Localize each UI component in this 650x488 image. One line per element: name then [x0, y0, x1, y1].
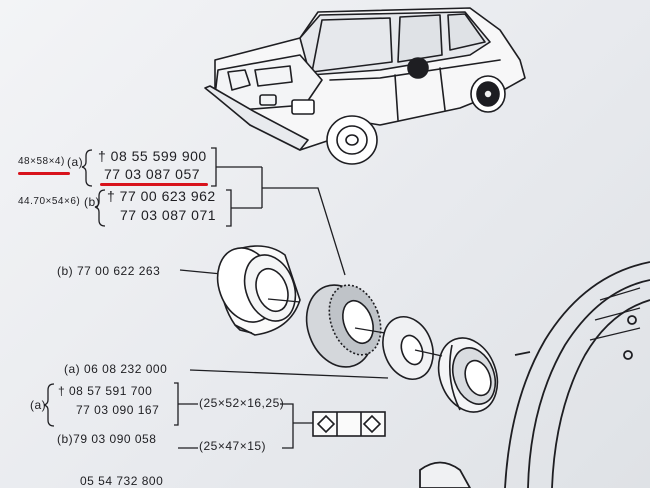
bearing-variant-a: (a) [30, 398, 47, 412]
bearing-part-1[interactable]: † 08 57 591 700 [58, 384, 153, 398]
highlight-underline-size [18, 172, 70, 175]
part-number-3[interactable]: † 77 00 623 962 [107, 188, 216, 204]
brake-drum-icon [419, 261, 650, 488]
group-brackets [43, 147, 389, 449]
highlight-underline-part [100, 183, 208, 186]
variant-label-b: (b) [84, 195, 101, 209]
part-number-1[interactable]: † 08 55 599 900 [98, 148, 207, 164]
bearing-b-label[interactable]: (b)79 03 090 058 [57, 432, 157, 446]
washer-icon [382, 316, 434, 380]
size-label-48: 48×58×4) [18, 156, 65, 167]
bearing-dimension-a: (25×52×16,25) [199, 396, 285, 410]
size-label-44: 44.70×54×6) [18, 196, 81, 207]
symbol-box-icon[interactable] [312, 411, 386, 437]
washer-part-label[interactable]: (a) 06 08 232 000 [64, 362, 168, 376]
part-number-4[interactable]: 77 03 087 071 [120, 207, 217, 223]
seal-part-label[interactable]: (b) 77 00 622 263 [57, 264, 161, 278]
bearing-dimension-b: (25×47×15) [199, 439, 267, 453]
assembly-axis [267, 298, 443, 357]
seal-ring-icon [216, 245, 301, 336]
car-illustration-icon [204, 7, 526, 165]
dotted-seal-icon [305, 284, 382, 368]
bottom-part-label[interactable]: 05 54 732 800 [80, 474, 164, 488]
bearing-icon [437, 337, 499, 413]
variant-label-a: (a) [67, 155, 84, 169]
part-number-2[interactable]: 77 03 087 057 [104, 166, 201, 182]
bearing-part-2[interactable]: 77 03 090 167 [76, 403, 160, 417]
